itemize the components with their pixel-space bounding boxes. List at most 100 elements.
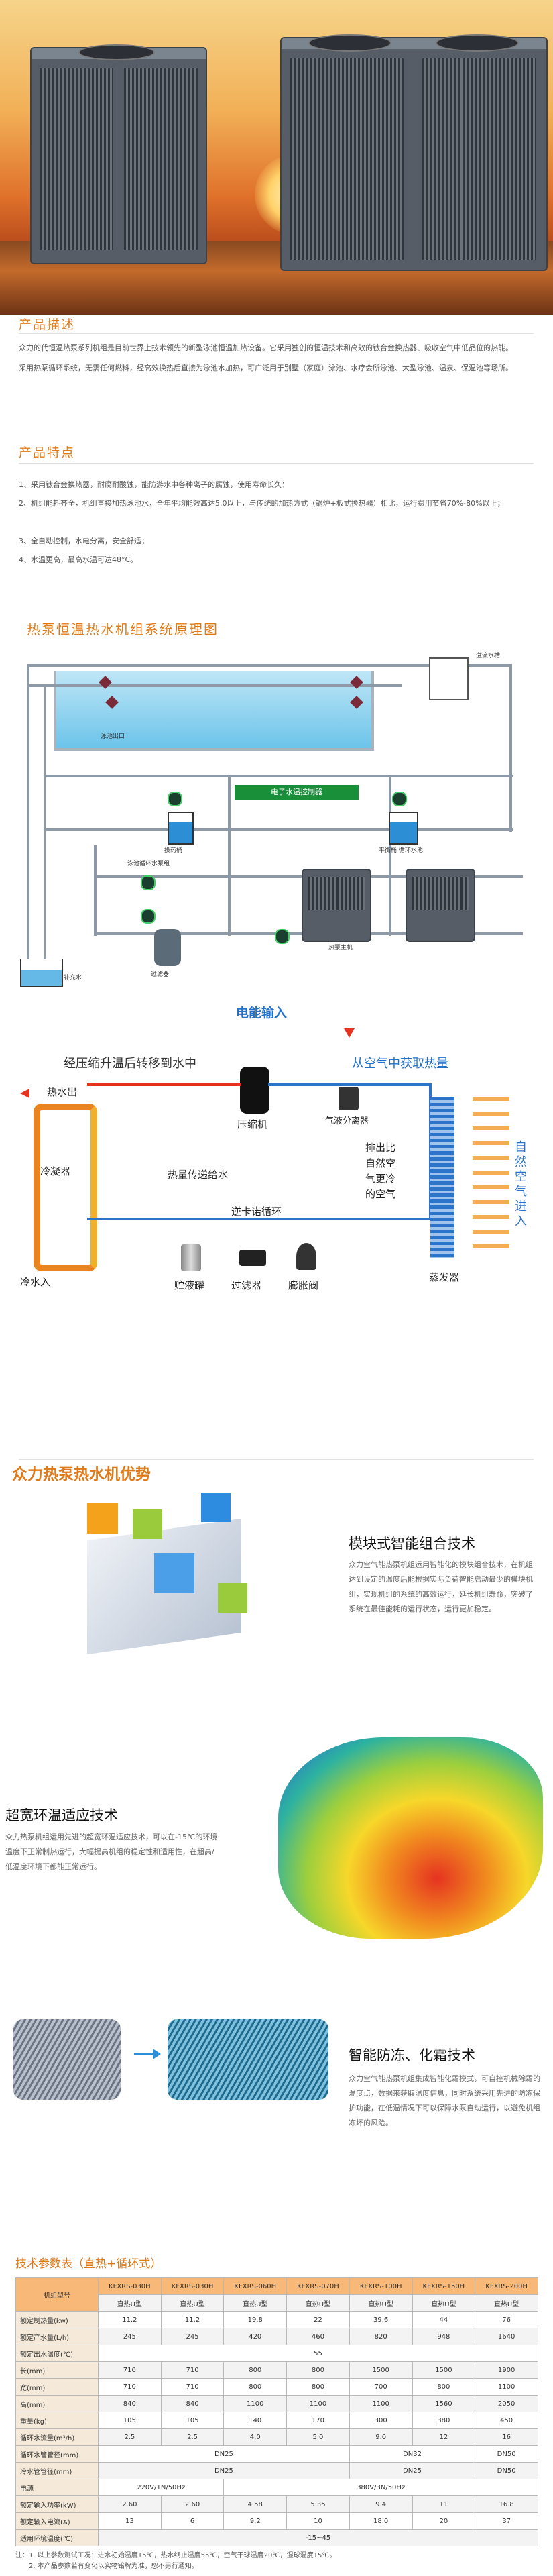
- table-row: 额定出水温度(℃)55: [15, 2345, 538, 2362]
- table-cell: 2.60: [98, 2496, 162, 2513]
- table-cell: 710: [160, 2361, 225, 2379]
- overflow-tank: [429, 657, 469, 700]
- table-cell: 170: [286, 2412, 350, 2429]
- divider: [19, 463, 534, 464]
- condenser-label: 冷凝器: [40, 1165, 71, 1177]
- chemical-bucket: [168, 812, 194, 845]
- compressor-label: 压缩机: [237, 1118, 268, 1130]
- table-cell: 19.8: [223, 2311, 288, 2328]
- table-cell: 2.5: [98, 2428, 162, 2446]
- params-note-1: 注：1. 以上参数测试工况：进水初始温度15℃，热水终止温度55℃，空气干球温度…: [15, 2552, 336, 2559]
- table-cell: 55: [98, 2345, 538, 2362]
- table-cell: 2.60: [160, 2496, 225, 2513]
- table-cell: 800: [223, 2361, 288, 2379]
- divider: [19, 333, 534, 334]
- table-subheader-row: 直热U型 直热U型 直热U型 直热U型 直热U型 直热U型 直热U型: [16, 2294, 538, 2312]
- table-cell: 直热U型: [475, 2294, 538, 2312]
- table-cell: 直热U型: [286, 2294, 350, 2312]
- pool-outlet-label: 泳池出口: [101, 733, 125, 740]
- description-paragraph-2: 采用热泵循环系统，无需任何燃料，经高效换热后直接为泳池水加热，可广泛用于别墅（家…: [19, 364, 513, 372]
- table-cell: 11: [412, 2496, 476, 2513]
- cold-in-label: 冷水入: [20, 1276, 51, 1288]
- heat-pump-label: 热泵主机: [328, 945, 353, 951]
- table-cell: 76: [475, 2311, 538, 2328]
- table-cell: 20: [412, 2512, 476, 2530]
- natural-air-label: 自然空气进入: [515, 1140, 527, 1228]
- table-cell: 105: [98, 2412, 162, 2429]
- params-note-2: 2. 本产品参数若有变化以实物铭牌为准，恕不另行通知。: [29, 2563, 198, 2570]
- table-cell: DN50: [475, 2462, 538, 2479]
- feature-item: 3、全自动控制，水电分离，安全舒适；: [19, 537, 149, 545]
- table-header-cell: KFXRS-030H: [160, 2277, 225, 2295]
- table-cell: 1100: [286, 2395, 350, 2412]
- row-label: 额定输入功率(kW): [15, 2496, 99, 2513]
- chemical-label: 投药桶: [164, 847, 183, 854]
- heat-transfer-label: 热量传递给水: [168, 1169, 229, 1181]
- table-cell: 5.0: [286, 2428, 350, 2446]
- table-cell: 1640: [475, 2328, 538, 2345]
- heat-pump-unit-right: [280, 34, 548, 271]
- exhaust-line-2: 自然空: [365, 1157, 396, 1169]
- table-cell: 800: [412, 2378, 476, 2396]
- table-header-cell: KFXRS-030H: [98, 2277, 162, 2295]
- advantage-title: 超宽环温适应技术: [5, 1807, 118, 1823]
- table-header-cell: KFXRS-060H: [223, 2277, 288, 2295]
- table-cell: 460: [286, 2328, 350, 2345]
- table-cell: 840: [98, 2395, 162, 2412]
- reverse-carnot-label: 逆卡诺循环: [231, 1205, 282, 1218]
- table-cell: 140: [223, 2412, 288, 2429]
- table-cell: 105: [160, 2412, 225, 2429]
- tank-label: 贮液罐: [174, 1279, 205, 1291]
- table-header-cell: KFXRS-200H: [475, 2277, 538, 2295]
- row-label: 循环水管管径(mm): [15, 2445, 99, 2463]
- table-cell: 380V/3N/50Hz: [223, 2479, 538, 2496]
- table-cell: DN32: [349, 2445, 476, 2463]
- table-cell: 710: [160, 2378, 225, 2396]
- gas-liquid-separator-icon: [339, 1087, 359, 1110]
- table-cell: 6: [160, 2512, 225, 2530]
- table-header-row: 机组型号 KFXRS-030H KFXRS-030H KFXRS-060H KF…: [15, 2277, 538, 2312]
- china-climate-map: [278, 1737, 543, 1939]
- advantage-title: 智能防冻、化霜技术: [349, 2047, 475, 2063]
- params-table: 机组型号 KFXRS-030H KFXRS-030H KFXRS-060H KF…: [15, 2277, 538, 2546]
- params-title: 技术参数表（直热+循环式）: [15, 2257, 162, 2271]
- frosted-fin-image: [13, 2019, 121, 2100]
- filter-tank-label: 过滤器: [151, 971, 170, 978]
- table-cell: 710: [98, 2378, 162, 2396]
- table-cell: 700: [349, 2378, 413, 2396]
- table-cell: -15~45: [98, 2529, 538, 2546]
- row-label: 循环水流量(m³/h): [15, 2428, 99, 2446]
- table-header-cell: KFXRS-100H: [349, 2277, 413, 2295]
- table-cell: 16.8: [475, 2496, 538, 2513]
- table-cell: 420: [223, 2328, 288, 2345]
- row-label: 电源: [15, 2479, 99, 2496]
- table-cell: 710: [98, 2361, 162, 2379]
- table-cell: 450: [475, 2412, 538, 2429]
- filter-tank: [154, 929, 181, 966]
- advantage-title: 模块式智能组合技术: [349, 1536, 475, 1552]
- table-cell: 16: [475, 2428, 538, 2446]
- balance-tank: [20, 959, 63, 987]
- table-cell: 44: [412, 2311, 476, 2328]
- table-cell: DN50: [475, 2445, 538, 2463]
- table-cell: 300: [349, 2412, 413, 2429]
- row-label: 冷水管管径(mm): [15, 2462, 99, 2479]
- table-cell: 10: [286, 2512, 350, 2530]
- heat-pump-unit-left: [30, 44, 207, 264]
- table-cell: 1500: [412, 2361, 476, 2379]
- table-row: 适用环境温度(℃)-15~45: [15, 2529, 538, 2546]
- table-cell: 948: [412, 2328, 476, 2345]
- feature-item: 2、机组能耗齐全，机组直接加热泳池水，全年平均能效高达5.0以上，与传统的加热方…: [19, 499, 505, 508]
- expansion-valve-icon: [296, 1243, 316, 1270]
- row-label: 重量(kg): [15, 2412, 99, 2429]
- description-title: 产品描述: [19, 317, 76, 332]
- table-cell: 直热U型: [412, 2294, 476, 2312]
- features-title: 产品特点: [19, 445, 76, 460]
- advantage-text: 众力空气能热泵机组运用智能化的模块组合技术，在机组达到设定的温度后能根据实际负荷…: [349, 1560, 533, 1613]
- table-cell: 1100: [349, 2395, 413, 2412]
- row-label: 额定制热量(kw): [15, 2311, 99, 2328]
